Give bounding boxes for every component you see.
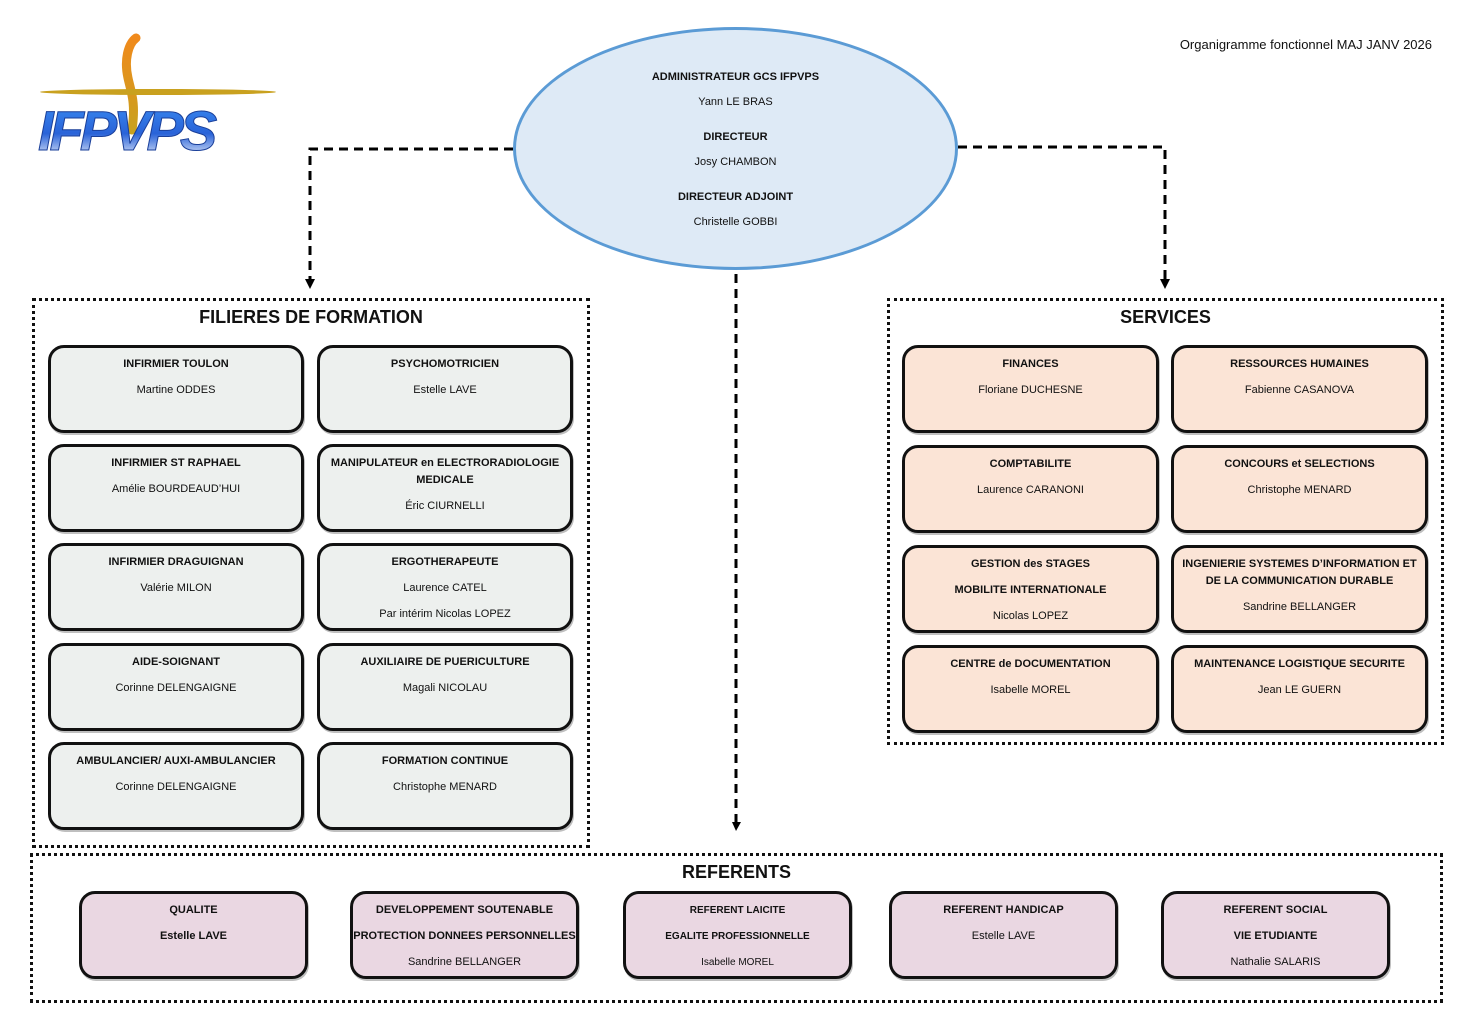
box-person: Christophe MENARD: [1247, 484, 1352, 496]
box-title: REFERENT HANDICAP: [943, 904, 1064, 916]
box-person: Valérie MILON: [140, 582, 212, 594]
box-title: DEVELOPPEMENT SOUTENABLE: [375, 904, 554, 916]
referents-section: REFERENTS: [30, 853, 1443, 1003]
box-title: INFIRMIER ST RAPHAEL: [111, 457, 241, 469]
org-box: AIDE-SOIGNANT Corinne DELENGAIGNE: [48, 643, 304, 731]
box-title: EGALITE PROFESSIONNELLE: [665, 931, 810, 942]
connector-to-services: [958, 145, 1167, 280]
box-title: MAINTENANCE LOGISTIQUE SECURITE: [1194, 658, 1405, 670]
org-box: PSYCHOMOTRICIEN Estelle LAVE: [317, 345, 573, 433]
box-title: AIDE-SOIGNANT: [132, 656, 220, 668]
box-title: INFIRMIER DRAGUIGNAN: [108, 556, 244, 568]
org-box: MAINTENANCE LOGISTIQUE SECURITE Jean LE G…: [1171, 645, 1428, 733]
box-title: ERGOTHERAPEUTE: [391, 556, 499, 568]
box-person: Nicolas LOPEZ: [992, 610, 1069, 622]
org-box: CONCOURS et SELECTIONS Christophe MENARD: [1171, 445, 1428, 533]
box-person: Martine ODDES: [136, 384, 216, 396]
org-box: REFERENT LAICITE EGALITE PROFESSIONNELLE I…: [623, 891, 852, 979]
box-person: Laurence CARANONI: [977, 484, 1084, 496]
org-box: FINANCES Floriane DUCHESNE: [902, 345, 1159, 433]
org-box: COMPTABILITE Laurence CARANONI: [902, 445, 1159, 533]
box-person: Sandrine BELLANGER: [1242, 601, 1357, 613]
box-title: CENTRE de DOCUMENTATION: [950, 658, 1111, 670]
box-title: CONCOURS et SELECTIONS: [1224, 458, 1375, 470]
org-box: DEVELOPPEMENT SOUTENABLE PROTECTION DONNE…: [350, 891, 579, 979]
arrow-head-filieres: [305, 279, 315, 289]
org-box: INFIRMIER DRAGUIGNAN Valérie MILON: [48, 543, 304, 631]
section-title: REFERENTS: [681, 862, 791, 882]
org-box: AMBULANCIER/ AUXI-AMBULANCIER Corinne DEL…: [48, 742, 304, 830]
direction-name: Yann LE BRAS: [698, 96, 773, 108]
box-person: Par intérim Nicolas LOPEZ: [379, 608, 511, 620]
org-box: ERGOTHERAPEUTE Laurence CATEL Par intérim …: [317, 543, 573, 631]
section-title: FILIERES DE FORMATION: [199, 307, 423, 327]
box-person: Éric CIURNELLI: [405, 500, 485, 512]
box-person: Fabienne CASANOVA: [1244, 384, 1355, 396]
org-box: INFIRMIER TOULON Martine ODDES: [48, 345, 304, 433]
box-title: FORMATION CONTINUE: [381, 755, 509, 767]
org-box: CENTRE de DOCUMENTATION Isabelle MOREL: [902, 645, 1159, 733]
direction-role: DIRECTEUR ADJOINT: [677, 191, 794, 203]
box-person: Corinne DELENGAIGNE: [115, 682, 237, 694]
box-person: Isabelle MOREL: [990, 684, 1071, 696]
box-person: Corinne DELENGAIGNE: [115, 781, 237, 793]
box-person: Estelle LAVE: [159, 930, 228, 942]
ifpvps-logo-icon: IFPVPS: [32, 30, 282, 175]
org-box: REFERENT SOCIAL VIE ETUDIANTE Nathalie SAL…: [1161, 891, 1390, 979]
document-caption: Organigramme fonctionnel MAJ JANV 2026: [1179, 37, 1432, 52]
box-person: Floriane DUCHESNE: [978, 384, 1083, 396]
direction-role: ADMINISTRATEUR GCS IFPVPS: [651, 71, 820, 83]
org-box: RESSOURCES HUMAINES Fabienne CASANOVA: [1171, 345, 1428, 433]
box-title: REFERENT SOCIAL: [1223, 904, 1328, 916]
org-box: AUXILIAIRE DE PUERICULTURE Magali NICOLAU: [317, 643, 573, 731]
org-box: FORMATION CONTINUE Christophe MENARD: [317, 742, 573, 830]
box-person: Nathalie SALARIS: [1230, 956, 1321, 968]
org-box: MANIPULATEUR en ELECTRORADIOLOGIE MEDICA…: [317, 444, 573, 532]
box-title: AMBULANCIER/ AUXI-AMBULANCIER: [76, 755, 276, 767]
box-person: Amélie BOURDEAUD’HUI: [111, 483, 241, 495]
box-title: PSYCHOMOTRICIEN: [390, 358, 500, 370]
box-title: MOBILITE INTERNATIONALE: [954, 584, 1107, 596]
filieres-section: FILIERES DE FORMATION: [32, 298, 590, 848]
services-section: SERVICES: [887, 298, 1444, 745]
arrow-head-referents: [732, 822, 741, 831]
box-person: Estelle LAVE: [971, 930, 1036, 942]
box-title: VIE ETUDIANTE: [1233, 930, 1318, 942]
org-box: INGENIERIE SYSTEMES D’INFORMATION ET DE …: [1171, 545, 1428, 633]
box-title: AUXILIAIRE DE PUERICULTURE: [360, 656, 530, 668]
box-title: COMPTABILITE: [989, 458, 1072, 470]
box-title: FINANCES: [1002, 358, 1059, 370]
box-title: INGENIERIE SYSTEMES D’INFORMATION ET DE …: [1182, 558, 1417, 587]
box-title: RESSOURCES HUMAINES: [1230, 358, 1369, 370]
box-person: Jean LE GUERN: [1257, 684, 1342, 696]
box-person: Sandrine BELLANGER: [407, 956, 522, 968]
box-person: Isabelle MOREL: [701, 957, 774, 968]
box-person: Laurence CATEL: [403, 582, 487, 594]
org-box: INFIRMIER ST RAPHAEL Amélie BOURDEAUD’HUI: [48, 444, 304, 532]
box-person: Magali NICOLAU: [402, 682, 488, 694]
arrow-head-services: [1160, 279, 1170, 289]
direction-ellipse: ADMINISTRATEUR GCS IFPVPS Yann LE BRAS D…: [513, 27, 958, 270]
box-title: QUALITE: [169, 904, 218, 916]
direction-name: Josy CHAMBON: [694, 156, 777, 168]
direction-role: DIRECTEUR: [703, 131, 768, 143]
section-title: SERVICES: [1120, 307, 1211, 327]
org-box: QUALITE Estelle LAVE: [79, 891, 308, 979]
box-title: REFERENT LAICITE: [689, 905, 786, 916]
direction-name: Christelle GOBBI: [693, 216, 778, 228]
box-title: PROTECTION DONNEES PERSONNELLES: [353, 930, 576, 942]
box-title: INFIRMIER TOULON: [123, 358, 229, 370]
box-title: MANIPULATEUR en ELECTRORADIOLOGIE MEDICA…: [330, 457, 560, 486]
logo-text: IFPVPS: [38, 99, 217, 162]
box-person: Christophe MENARD: [393, 781, 497, 793]
box-person: Estelle LAVE: [413, 384, 477, 396]
org-box: GESTION des STAGES MOBILITE INTERNATIONAL…: [902, 545, 1159, 633]
box-title: GESTION des STAGES: [971, 558, 1090, 570]
org-box: REFERENT HANDICAP Estelle LAVE: [889, 891, 1118, 979]
connector-to-filieres: [308, 147, 513, 280]
